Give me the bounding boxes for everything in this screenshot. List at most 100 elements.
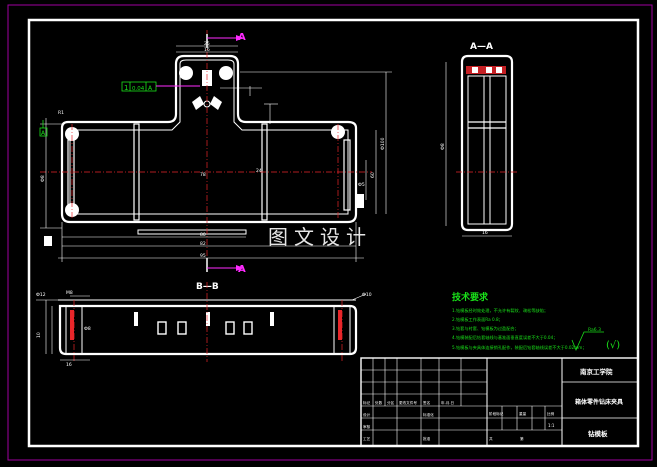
bottom-tab (137, 229, 247, 235)
section-aa-bushing-3 (496, 67, 502, 73)
tb-label-date: 年.月.日 (441, 400, 454, 405)
dim-text-phi100: Ф100 (380, 137, 386, 150)
dim-text-top-1: 25 (204, 41, 210, 47)
title-block (360, 357, 639, 447)
tb-label-weight: 重量 (519, 411, 527, 416)
tech-req-item-4: 4.钻模装配后钻套轴线与基准面垂直度误差不大于0.04； (452, 334, 557, 341)
section-bb-dim-text-6: Ф10 (362, 292, 372, 298)
roughness-suffix: (√) (606, 340, 620, 351)
section-a-label-top: A (238, 32, 246, 43)
section-bb-hole-3 (225, 321, 235, 335)
tb-label-scale: 比例 (547, 411, 555, 416)
section-bb-dim-text-3: 10 (36, 332, 42, 338)
plate-inner-outline (69, 59, 349, 215)
tb-label-approve: 批准 (423, 436, 431, 441)
section-aa-bushing-1 (472, 67, 478, 73)
arrow-head-a-top (236, 35, 244, 41)
arrow-head-a-bottom (236, 265, 244, 271)
tech-req-item-3: 3.钻套与衬套、钻模板为过盈配合； (452, 325, 519, 332)
dim-text-center: 78 (200, 172, 206, 178)
section-bb-leader-right (351, 293, 367, 301)
section-bb-outline (58, 304, 358, 356)
dim-text-top-2: 16 (204, 47, 210, 53)
dim-text-mid: 24 (256, 168, 262, 174)
tech-req-item-2: 2.钻模板工作表面Ra 0.8； (452, 316, 503, 323)
section-bb-dim-text-4: 16 (66, 362, 72, 368)
section-bb-dim-text-5: Ф8 (84, 326, 91, 332)
section-a-label-bottom: A (238, 264, 246, 275)
tech-req-item-5: 5.钻模板与夹具体连接销孔配作，装配后钻套轴线误差不大于0.02mm； (452, 344, 587, 351)
section-aa-dim-text: Ф8 (440, 143, 446, 150)
tb-label-design: 设计 (363, 412, 371, 417)
dim-text-95: 95 (200, 253, 206, 259)
roughness-value: Ra6.3 (588, 327, 601, 333)
tb-school: 南京工学院 (580, 367, 613, 376)
tb-label-zone: 分区 (387, 400, 395, 405)
top-view: 1 0.04 A A A A 80 82 95 25 16 Ф100 60 78… (39, 30, 392, 275)
watermark: 图文设计 (268, 225, 372, 249)
tb-sheet-total: 共 (489, 436, 493, 441)
tb-label-sign: 签名 (423, 400, 431, 405)
section-bb-title: B—B (196, 282, 219, 292)
hole-top-left (65, 127, 79, 141)
rib-right (343, 139, 351, 211)
tol-value: 0.04 (132, 86, 145, 92)
tb-label-process: 工艺 (363, 436, 371, 441)
tb-sheet-no: 第 (520, 436, 524, 441)
tol-datum: A (148, 85, 153, 92)
tb-label-mark: 标记 (363, 400, 371, 405)
tb-part-name: 钻模板 (588, 429, 608, 438)
section-aa-dim-text-2: 16 (482, 230, 488, 236)
section-aa-inner (467, 75, 507, 225)
rib-left (67, 139, 75, 211)
bushing-right (210, 96, 222, 110)
dim-text-left: Ф8 (40, 175, 46, 182)
section-bb-dim-text-1: Ф12 (36, 292, 46, 298)
hole-neck-left (179, 66, 193, 80)
dim-text-82: 82 (200, 241, 206, 247)
title-block-text: 南京工学院 箱体零件钻床夹具 钻模板 标记 处数 分区 更改文件号 签名 年.月… (363, 367, 623, 441)
slot-right (356, 194, 364, 208)
section-bb-hatch-left (70, 310, 74, 340)
tb-label-standard: 标准化 (423, 412, 434, 417)
section-bb-hole-1 (157, 321, 167, 335)
bushing-left (192, 96, 204, 110)
plate-outline (60, 54, 358, 224)
datum-label: A (41, 130, 46, 137)
roughness-symbol (571, 331, 604, 352)
section-aa-title: A—A (470, 42, 493, 52)
section-bb-hatch-right (338, 310, 342, 340)
tech-req-title: 技术要求 (452, 291, 489, 303)
tb-drawing-name: 箱体零件钻床夹具 (575, 398, 623, 406)
tb-scale: 1:1 (548, 423, 555, 428)
section-aa-view: A—A Ф8 16 (440, 42, 518, 237)
dim-text-80: 80 (200, 232, 206, 238)
dim-text-r1: R1 (58, 110, 64, 116)
section-bb-hole-4 (243, 321, 253, 335)
tech-req-item-1: 1.钻模板经时效处理，不允许有裂纹、疏松等缺陷； (452, 307, 548, 314)
tol-symbol: 1 (124, 84, 128, 92)
tech-requirements: 技术要求 1.钻模板经时效处理，不允许有裂纹、疏松等缺陷； 2.钻模板工作表面R… (452, 291, 620, 352)
title-block-frame (360, 357, 639, 447)
datum-box (39, 127, 48, 137)
sheet-trim-border (7, 4, 653, 461)
section-bb-hole-2 (177, 321, 187, 335)
tb-label-change: 更改文件号 (399, 400, 417, 405)
dim-text-60: 60 (370, 172, 376, 178)
section-bb-view: B—B Ф12 M8 10 16 Ф8 Ф10 (36, 282, 372, 368)
section-bb-pin-3 (270, 312, 274, 326)
section-bb-dim-text-2: M8 (66, 290, 73, 296)
section-aa-outline (460, 54, 514, 232)
tb-label-count: 处数 (375, 400, 383, 405)
drawing-frame (27, 18, 640, 448)
section-aa-bushing-2 (486, 67, 492, 73)
left-side-tab (44, 236, 52, 246)
section-bb-pin-2 (206, 312, 210, 326)
section-bb-pin-1 (134, 312, 138, 326)
hole-neck-right (219, 66, 233, 80)
dim-text-phi5: Ф5 (358, 182, 365, 188)
tb-label-review: 审核 (363, 424, 371, 429)
tb-label-stage: 阶段标记 (489, 411, 504, 416)
